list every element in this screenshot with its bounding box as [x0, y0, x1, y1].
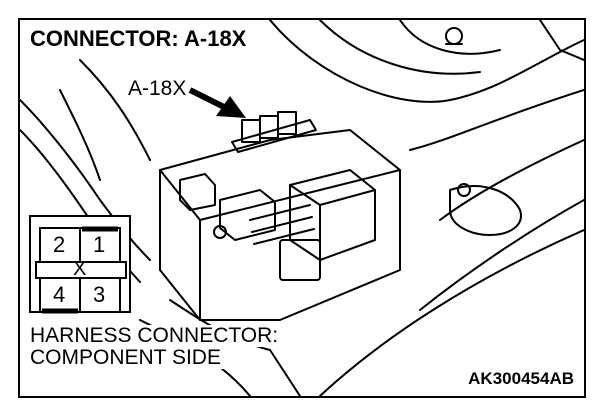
pin-4-label: 4 — [53, 282, 66, 307]
harness-caption-line-1: HARNESS CONNECTOR: — [30, 325, 283, 347]
harness-connector-caption: HARNESS CONNECTOR: COMPONENT SIDE — [30, 325, 283, 369]
pin-2-label: 2 — [53, 232, 66, 257]
pin-1-label: 1 — [93, 232, 106, 257]
engine-bay-illustration — [20, 20, 584, 396]
harness-caption-line-2: COMPONENT SIDE — [30, 347, 225, 369]
connector-callout-label: A-18X — [126, 77, 189, 100]
pin-3-label: 3 — [93, 282, 106, 307]
connector-title: CONNECTOR: A-18X — [26, 26, 251, 52]
pointer-arrow-icon — [188, 87, 246, 118]
connector-center-mark: X — [73, 258, 87, 280]
figure-code: AK300454AB — [466, 369, 576, 388]
diagram-frame: CONNECTOR: A-18X A-18X 2 1 X 4 3 HARNESS… — [18, 18, 586, 398]
connector-face-diagram — [29, 215, 131, 314]
